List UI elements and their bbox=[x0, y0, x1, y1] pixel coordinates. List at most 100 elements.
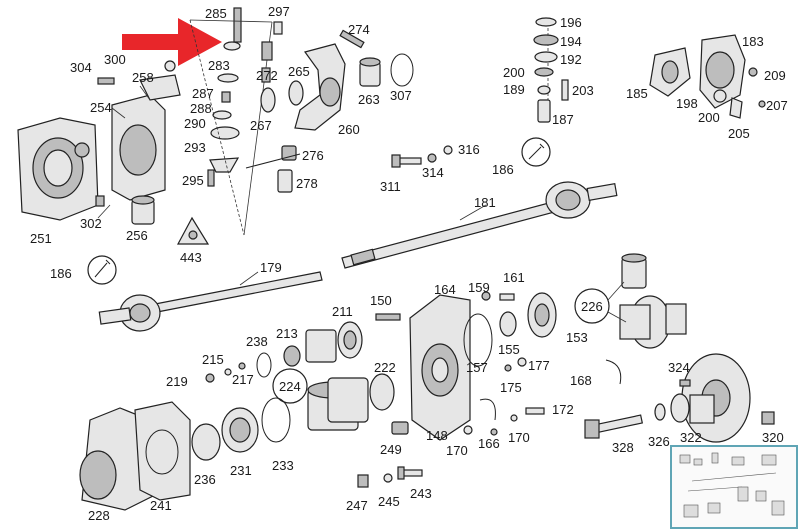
label-295: 295 bbox=[182, 173, 204, 188]
label-186a: 186 bbox=[492, 162, 514, 177]
label-267: 267 bbox=[250, 118, 272, 133]
snap-ring-168-flange-324 bbox=[605, 353, 751, 443]
gear-set-222-233 bbox=[191, 373, 395, 461]
cover-gasket-241 bbox=[134, 401, 191, 501]
label-290: 290 bbox=[184, 116, 206, 131]
label-209: 209 bbox=[764, 68, 786, 83]
transfer-case-164 bbox=[409, 294, 471, 441]
label-258: 258 bbox=[132, 70, 154, 85]
bolts-248-172 bbox=[391, 398, 545, 436]
drive-flange-183-185 bbox=[649, 34, 766, 119]
label-316: 316 bbox=[458, 142, 480, 157]
center-column-196-187 bbox=[533, 17, 569, 123]
bushing-263-ring-307 bbox=[359, 53, 414, 87]
label-251: 251 bbox=[30, 231, 52, 246]
seals-265-267 bbox=[260, 67, 304, 113]
label-187: 187 bbox=[552, 112, 574, 127]
label-274: 274 bbox=[348, 22, 370, 37]
label-211: 211 bbox=[332, 304, 353, 319]
label-297: 297 bbox=[268, 4, 290, 19]
label-228: 228 bbox=[88, 508, 110, 523]
label-159: 159 bbox=[468, 280, 490, 295]
label-272: 272 bbox=[256, 68, 278, 83]
label-179: 179 bbox=[260, 260, 282, 275]
label-222: 222 bbox=[374, 360, 396, 375]
label-254: 254 bbox=[90, 100, 112, 115]
part-labels: 285 297 274 196 194 192 200 189 203 187 … bbox=[30, 4, 788, 523]
label-249: 249 bbox=[380, 442, 402, 457]
label-265: 265 bbox=[288, 64, 310, 79]
label-293: 293 bbox=[184, 140, 206, 155]
pin-274 bbox=[339, 29, 365, 49]
diagram-thumbnail[interactable] bbox=[670, 445, 798, 529]
label-278: 278 bbox=[296, 176, 318, 191]
label-288: 288 bbox=[190, 101, 212, 116]
upright-260 bbox=[294, 43, 346, 131]
label-276: 276 bbox=[302, 148, 324, 163]
bushing-256 bbox=[131, 195, 155, 225]
wrench-icon bbox=[87, 255, 117, 285]
axle-shaft-179 bbox=[98, 271, 323, 332]
label-213: 213 bbox=[276, 326, 298, 341]
label-304: 304 bbox=[70, 60, 92, 75]
label-287: 287 bbox=[192, 86, 214, 101]
wrench-icon bbox=[521, 137, 551, 167]
gear-276-sleeve-278 bbox=[245, 145, 301, 193]
label-300: 300 bbox=[104, 52, 126, 67]
label-175: 175 bbox=[500, 380, 522, 395]
label-166: 166 bbox=[478, 436, 500, 451]
label-238: 238 bbox=[246, 334, 268, 349]
shaft-328-bolt-320 bbox=[584, 411, 775, 439]
housing-228 bbox=[79, 407, 156, 511]
label-260: 260 bbox=[338, 122, 360, 137]
label-185: 185 bbox=[626, 86, 648, 101]
label-231: 231 bbox=[230, 463, 252, 478]
label-243: 243 bbox=[410, 486, 432, 501]
label-443: 443 bbox=[180, 250, 202, 265]
label-247: 247 bbox=[346, 498, 368, 513]
steering-knuckle-254 bbox=[111, 74, 181, 201]
label-207: 207 bbox=[766, 98, 788, 113]
label-181: 181 bbox=[474, 195, 496, 210]
label-307: 307 bbox=[390, 88, 412, 103]
rings-155-157-159 bbox=[463, 291, 557, 372]
label-236: 236 bbox=[194, 472, 216, 487]
label-170b: 170 bbox=[508, 430, 530, 445]
label-177: 177 bbox=[528, 358, 550, 373]
label-224: 224 bbox=[279, 379, 301, 394]
vertical-shaft-297 bbox=[243, 21, 283, 236]
stud-285-column bbox=[209, 7, 242, 173]
label-324: 324 bbox=[668, 360, 690, 375]
label-148: 148 bbox=[426, 428, 448, 443]
small-bolts-left bbox=[95, 60, 215, 207]
label-155: 155 bbox=[498, 342, 520, 357]
label-217: 217 bbox=[232, 372, 254, 387]
label-285: 285 bbox=[205, 6, 227, 21]
label-320: 320 bbox=[762, 430, 784, 445]
label-172: 172 bbox=[552, 402, 574, 417]
triangular-plate-443 bbox=[176, 216, 210, 245]
label-164: 164 bbox=[434, 282, 456, 297]
bolts-243-247 bbox=[357, 466, 423, 488]
label-200b: 200 bbox=[698, 110, 720, 125]
gear-226-hub-153 bbox=[574, 253, 687, 349]
label-189: 189 bbox=[503, 82, 525, 97]
label-200a: 200 bbox=[503, 65, 525, 80]
label-168: 168 bbox=[570, 373, 592, 388]
label-328: 328 bbox=[612, 440, 634, 455]
label-233: 233 bbox=[272, 458, 294, 473]
bearing-211-213-238 bbox=[205, 313, 401, 404]
label-302: 302 bbox=[80, 216, 102, 231]
label-311: 311 bbox=[380, 179, 401, 194]
thumbnail-preview-icon bbox=[679, 452, 785, 518]
red-arrow-icon bbox=[122, 18, 222, 66]
label-196: 196 bbox=[560, 15, 582, 30]
label-226: 226 bbox=[581, 299, 603, 314]
label-153: 153 bbox=[566, 330, 588, 345]
label-219: 219 bbox=[166, 374, 188, 389]
axle-shaft-181 bbox=[341, 181, 618, 269]
label-192: 192 bbox=[560, 52, 582, 67]
label-326: 326 bbox=[648, 434, 670, 449]
label-283: 283 bbox=[208, 58, 230, 73]
label-322: 322 bbox=[680, 430, 702, 445]
